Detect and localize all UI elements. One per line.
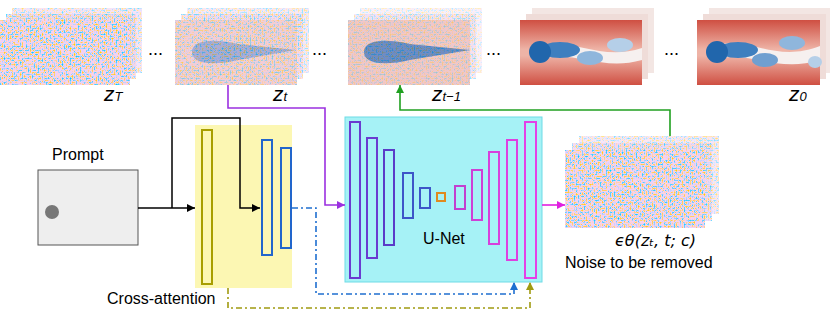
latent-label: zT	[104, 82, 122, 106]
noise-output-arrow	[542, 204, 565, 206]
noise-image-stack	[565, 150, 705, 228]
cross-attention-arrow	[292, 208, 514, 294]
unet-box	[489, 152, 499, 244]
image-stack: zt	[175, 20, 297, 85]
image-stack: zT	[0, 20, 130, 85]
flow-image-stack	[808, 56, 822, 68]
text-encoder	[195, 125, 292, 288]
unet-box	[350, 122, 360, 278]
box-heading: Prompt	[52, 146, 104, 164]
flow-image-stack	[529, 41, 551, 63]
text-encoder	[262, 140, 272, 255]
flow-image-stack	[607, 38, 633, 52]
unet-box	[345, 117, 542, 282]
ellipsis-label: ...	[664, 40, 679, 58]
flow-image-stack	[706, 41, 728, 63]
ellipsis-label: ...	[486, 40, 501, 58]
flow-image-stack	[697, 8, 830, 85]
formula-label: ϵθ(zₜ, t; c)	[615, 232, 696, 250]
prompt-branch-wire	[172, 118, 260, 208]
flow-image-stack	[175, 20, 297, 85]
flow-image-stack	[752, 53, 778, 67]
flow-image-stack	[348, 20, 470, 85]
unet-box	[507, 140, 517, 260]
latent-label: zt−1	[432, 82, 461, 106]
unet-box	[384, 150, 394, 245]
cross-attention-band: Cross-attention	[195, 125, 292, 288]
latent-label: z0	[789, 82, 807, 106]
image-stack: zt−1	[348, 20, 470, 85]
flow-image-stack	[175, 20, 297, 85]
band-label: Cross-attention	[107, 290, 216, 308]
ellipsis-label: ...	[312, 40, 327, 58]
unet-box	[350, 122, 536, 278]
noise-image-stack	[565, 136, 719, 228]
flow-image-stack	[175, 8, 309, 85]
cross-attention-arrow	[228, 282, 530, 308]
unet-box	[420, 188, 430, 208]
flow-image-stack	[348, 20, 470, 85]
text-encoder	[281, 148, 291, 248]
prompt-branch-wire	[172, 118, 260, 208]
caption-label: Noise to be removed	[565, 254, 713, 272]
prompt-arrow	[138, 207, 195, 209]
prompt-box: Prompt	[38, 170, 138, 245]
unet-box	[437, 193, 445, 201]
ellipsis-label: ...	[148, 40, 163, 58]
unet-box	[345, 117, 542, 282]
flow-image-stack	[520, 8, 654, 85]
flow-image-stack	[577, 51, 603, 65]
unet-box: U-Net	[345, 117, 542, 282]
noise-image-stack	[0, 20, 130, 85]
flow-image-stack	[520, 20, 642, 85]
flow-image-stack	[779, 36, 805, 50]
prompt-box	[38, 170, 138, 245]
noise-image-stack: ϵθ(zₜ, t; c)Noise to be removed	[565, 136, 719, 228]
flow-image-stack	[697, 20, 820, 85]
flow-image-stack	[348, 8, 482, 85]
box-label: U-Net	[423, 230, 465, 248]
prompt-box	[45, 205, 59, 219]
unet-box	[403, 173, 413, 218]
latent-label: zt	[273, 82, 287, 106]
unet-box	[367, 138, 377, 258]
unet-box	[525, 122, 536, 278]
unet-box	[472, 170, 482, 220]
text-encoder	[202, 130, 212, 284]
unet-box	[455, 186, 465, 209]
text-encoder	[195, 125, 292, 288]
image-stack: z0	[697, 20, 820, 85]
noise-image-stack	[0, 8, 142, 85]
prompt-box	[38, 170, 138, 245]
